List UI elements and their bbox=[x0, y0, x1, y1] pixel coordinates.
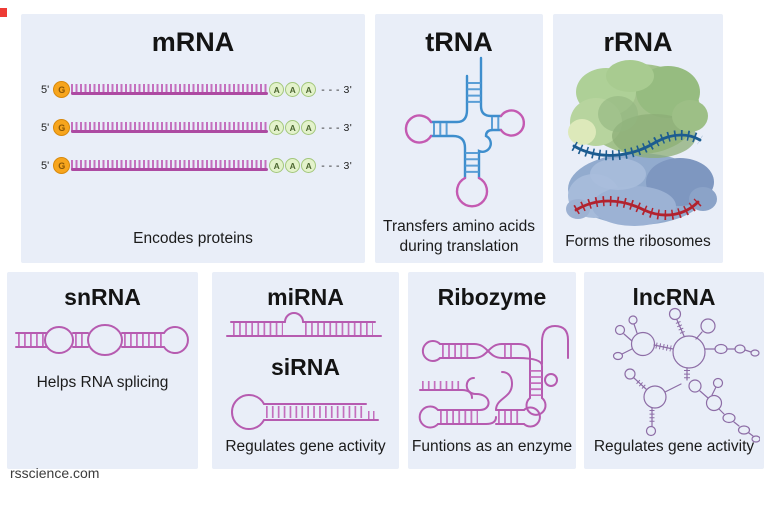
mrna-backbone bbox=[71, 160, 269, 171]
ribozyme-diagram bbox=[418, 324, 569, 429]
panel-trna: tRNA Transfers amino acids during transl… bbox=[375, 14, 543, 263]
rrna-strand-red bbox=[573, 196, 702, 221]
poly-a-circle: A bbox=[301, 82, 317, 97]
ribosome-diagram bbox=[566, 60, 717, 226]
poly-a-circle: A bbox=[285, 158, 301, 173]
panel-rrna: rRNA bbox=[553, 14, 723, 263]
mrna-backbone bbox=[71, 122, 269, 133]
panel-snrna: snRNA Helps RNA splicing bbox=[7, 272, 198, 469]
mrna-caption: Encodes proteins bbox=[133, 230, 253, 247]
ribosome-large-subunit bbox=[568, 60, 708, 158]
panel-mirna-sirna: miRNA siRNA Regulates gene activity bbox=[212, 272, 399, 469]
trna-cloverleaf-diagram bbox=[404, 56, 525, 208]
poly-a-circle: A bbox=[301, 120, 317, 135]
rrna-strand-blue bbox=[571, 130, 703, 161]
poly-a-circle: A bbox=[269, 82, 285, 97]
five-prime-label: 5' bbox=[41, 83, 50, 96]
panel-mrna: mRNA 5' G A A A - - - 3' 5' G A A A - - … bbox=[21, 14, 365, 263]
snrna-diagram bbox=[15, 324, 189, 356]
lncrna-title: lncRNA bbox=[632, 284, 716, 310]
poly-a-circle: A bbox=[285, 120, 301, 135]
poly-a-circle: A bbox=[269, 120, 285, 135]
five-prime-cap-icon: G bbox=[53, 119, 71, 136]
sirna-diagram bbox=[231, 394, 379, 430]
ribosome-small-subunit bbox=[566, 153, 717, 226]
three-prime-label: - - - 3' bbox=[321, 83, 353, 96]
five-prime-cap-icon: G bbox=[53, 81, 71, 98]
mirna-sirna-caption: Regulates gene activity bbox=[225, 438, 386, 455]
five-prime-label: 5' bbox=[41, 159, 50, 172]
poly-a-circle: A bbox=[285, 82, 301, 97]
snrna-caption: Helps RNA splicing bbox=[36, 374, 169, 391]
corner-red-mark bbox=[0, 8, 7, 17]
poly-a-circle: A bbox=[301, 158, 317, 173]
mrna-strand: 5' G A A A - - - 3' bbox=[21, 157, 365, 174]
ribozyme-title: Ribozyme bbox=[437, 284, 547, 310]
lncrna-structure bbox=[612, 307, 760, 443]
poly-a-circle: A bbox=[269, 158, 285, 173]
panel-ribozyme: Ribozyme bbox=[408, 272, 576, 469]
mrna-title: mRNA bbox=[151, 27, 235, 57]
three-prime-label: - - - 3' bbox=[321, 159, 353, 172]
ribozyme-caption: Funtions as an enzyme bbox=[411, 438, 573, 455]
trna-magenta-loops bbox=[404, 109, 525, 208]
panel-lncrna: lncRNA bbox=[584, 272, 764, 469]
snrna-title: snRNA bbox=[64, 284, 141, 310]
five-prime-label: 5' bbox=[41, 121, 50, 134]
mirna-structure bbox=[226, 312, 382, 337]
three-prime-label: - - - 3' bbox=[321, 121, 353, 134]
lncrna-diagram bbox=[612, 307, 760, 443]
rrna-title: rRNA bbox=[603, 27, 673, 57]
lncrna-caption: Regulates gene activity bbox=[593, 438, 755, 455]
mirna-diagram bbox=[226, 312, 382, 337]
trna-title: tRNA bbox=[425, 27, 493, 57]
mrna-strand: 5' G A A A - - - 3' bbox=[21, 81, 365, 98]
site-credit: rsscience.com bbox=[10, 465, 100, 481]
five-prime-cap-icon: G bbox=[53, 157, 71, 174]
mirna-title: miRNA bbox=[267, 284, 344, 310]
rrna-caption: Forms the ribosomes bbox=[565, 233, 711, 250]
sirna-title: siRNA bbox=[270, 354, 340, 380]
mrna-strand: 5' G A A A - - - 3' bbox=[21, 119, 365, 136]
mrna-backbone bbox=[71, 84, 269, 95]
trna-caption-line1: Transfers amino acids bbox=[383, 218, 535, 236]
trna-caption-line2: during translation bbox=[399, 237, 519, 255]
ribozyme-structure bbox=[418, 324, 569, 429]
sirna-structure bbox=[231, 394, 379, 430]
trna-blue-skeleton bbox=[429, 56, 503, 180]
snrna-structure bbox=[15, 324, 189, 356]
